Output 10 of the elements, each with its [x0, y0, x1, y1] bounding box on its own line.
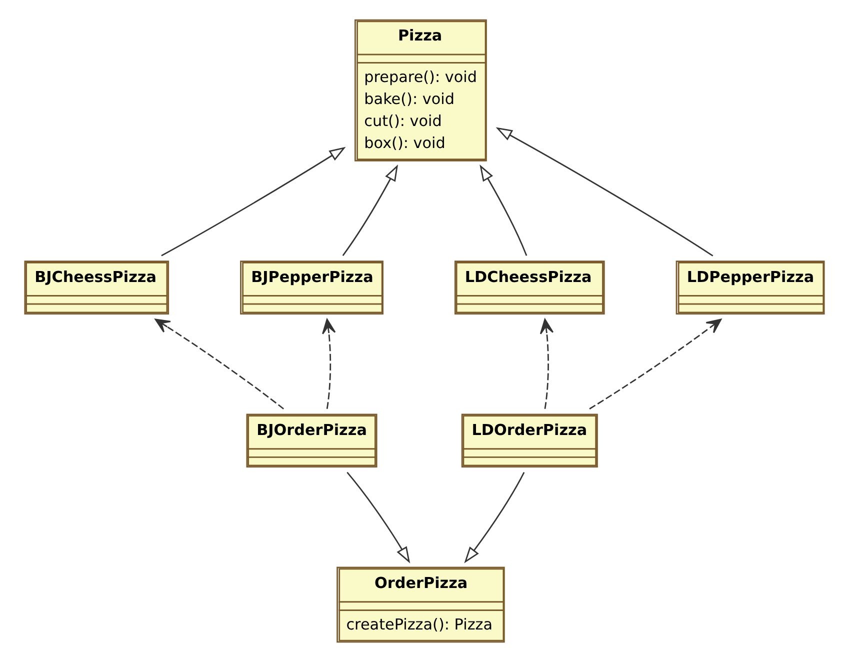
arrow [154, 318, 284, 409]
arrow [346, 471, 410, 563]
arrow [342, 164, 398, 256]
arrow [496, 126, 714, 256]
arrow [322, 318, 336, 408]
arrow [464, 472, 525, 563]
arrow [480, 164, 528, 256]
arrow [589, 318, 722, 409]
arrow [161, 146, 346, 256]
arrow [540, 318, 554, 408]
